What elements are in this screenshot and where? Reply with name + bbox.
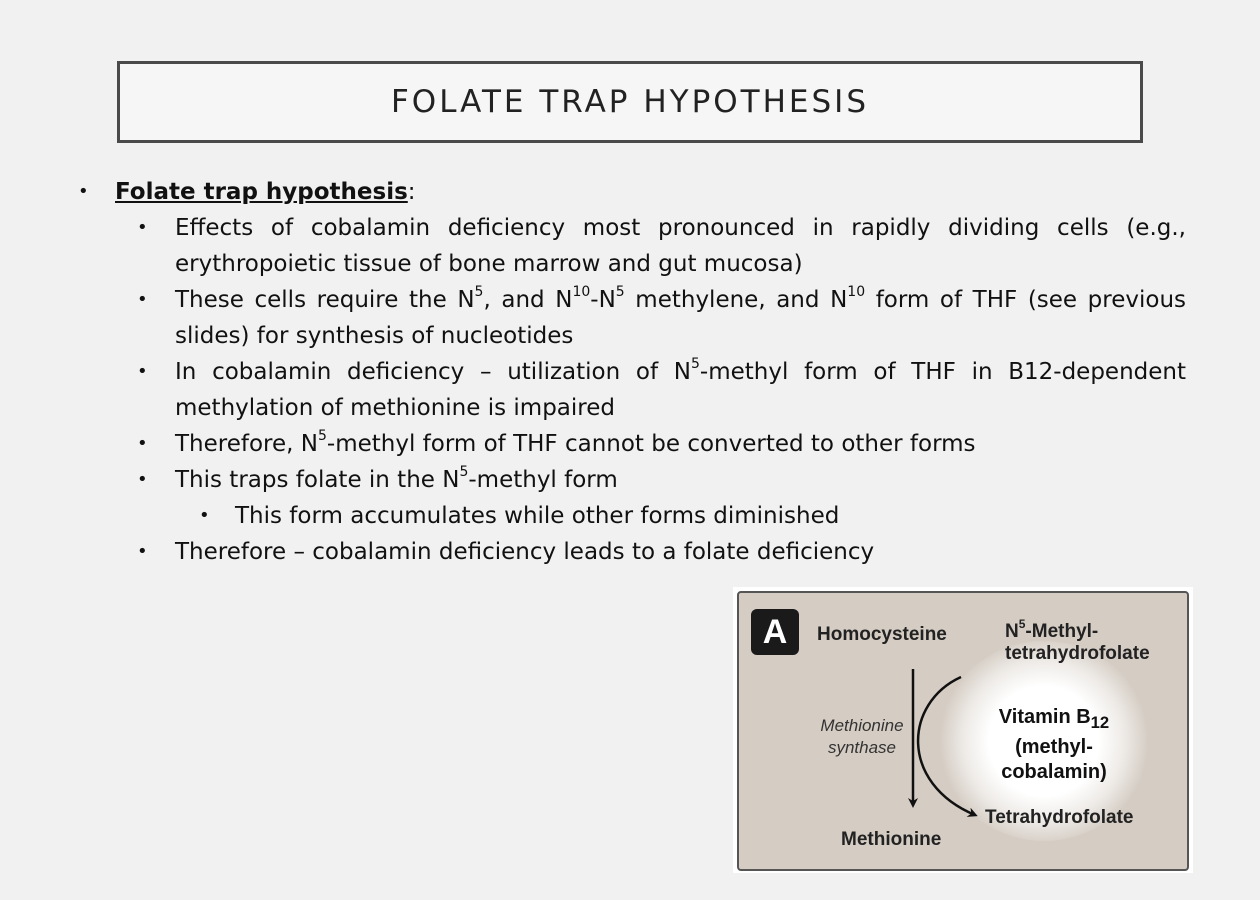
homocysteine-label: Homocysteine (817, 624, 947, 645)
title-box: FOLATE TRAP HYPOTHESIS (117, 61, 1143, 143)
bullet-text: This traps folate in the N5-methyl form (175, 464, 618, 493)
bullet-item: • Effects of cobalamin deficiency most p… (137, 210, 1186, 282)
reaction-arrows (908, 669, 978, 817)
panel-label-badge: A (751, 609, 799, 655)
bullet-heading: • Folate trap hypothesis: (78, 174, 1186, 210)
bullet-dot: • (199, 505, 210, 526)
enzyme-label: Methionine synthase (820, 716, 904, 757)
vitamin-glow (939, 641, 1149, 841)
methionine-synthase-figure: A Homocysteine N5-Methyl- tetrahydrofola… (733, 587, 1193, 873)
vitamin-b12-label: Vitamin B12 (methyl- cobalamin) (998, 706, 1110, 783)
bullet-dot: • (137, 469, 148, 490)
bullet-dot: • (137, 361, 148, 382)
bullet-dot: • (137, 217, 148, 238)
curved-arrow (916, 675, 978, 817)
bullet-dot: • (137, 289, 148, 310)
bullet-dot: • (137, 541, 148, 562)
bullet-text: This form accumulates while other forms … (235, 503, 840, 529)
bullet-item: • These cells require the N5, and N10-N5… (137, 282, 1186, 354)
bullet-item: • Therefore, N5-methyl form of THF canno… (137, 426, 1186, 462)
bullet-dot: • (78, 181, 89, 202)
bullet-item: • Therefore – cobalamin deficiency leads… (137, 534, 1186, 570)
heading-text: Folate trap hypothesis (115, 179, 408, 205)
figure-panel: A Homocysteine N5-Methyl- tetrahydrofola… (737, 591, 1189, 871)
bullet-dot: • (137, 433, 148, 454)
bullet-text: Effects of cobalamin deficiency most pro… (175, 215, 1186, 277)
methionine-label: Methionine (841, 829, 942, 850)
bullet-text: These cells require the N5, and N10-N5 m… (175, 284, 1187, 349)
bullet-item: • In cobalamin deficiency – utilization … (137, 354, 1186, 426)
bullet-list: • Folate trap hypothesis: • Effects of c… (78, 174, 1186, 570)
bullet-text: Therefore – cobalamin deficiency leads t… (175, 539, 875, 565)
methyl-thf-label: N5-Methyl- tetrahydrofolate (1005, 616, 1150, 664)
slide-title: FOLATE TRAP HYPOTHESIS (390, 84, 870, 120)
heading-colon: : (407, 179, 416, 205)
bullet-item: • This traps folate in the N5-methyl for… (137, 462, 1186, 498)
thf-label: Tetrahydrofolate (985, 807, 1134, 828)
bullet-text: Therefore, N5-methyl form of THF cannot … (175, 428, 976, 457)
sub-bullet-item: • This form accumulates while other form… (199, 498, 1186, 534)
bullet-text: In cobalamin deficiency – utilization of… (175, 356, 1187, 421)
